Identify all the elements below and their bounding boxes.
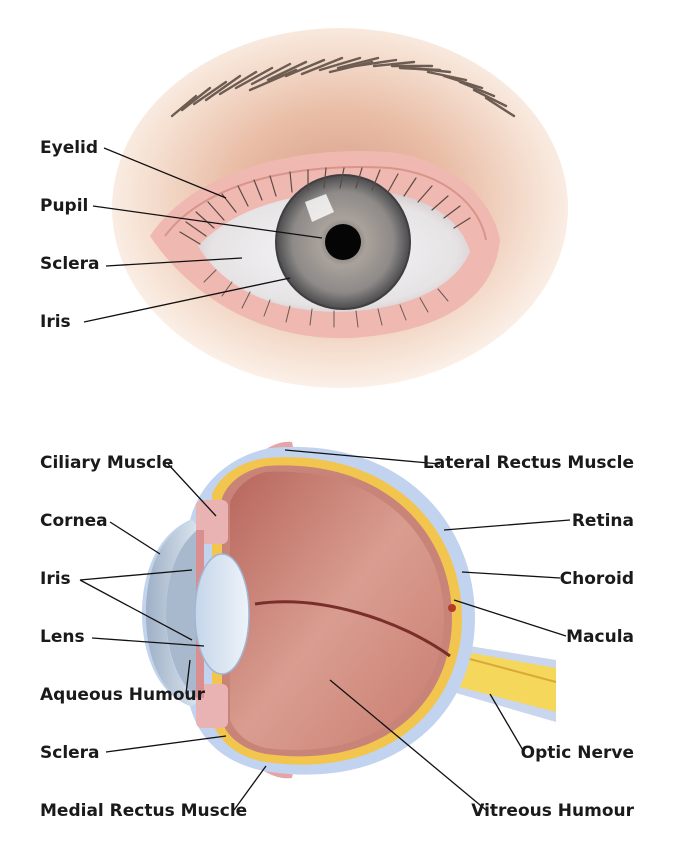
external-eye [112, 28, 568, 388]
label-retina: Retina [572, 511, 634, 531]
label-sclera-external: Sclera [40, 254, 100, 274]
eye-highlight [305, 194, 334, 222]
pupil [325, 224, 361, 260]
label-lateral-rectus-muscle: Lateral Rectus Muscle [423, 453, 634, 473]
eye-cross-section [142, 441, 557, 779]
label-optic-nerve: Optic Nerve [521, 743, 634, 763]
upper-eyelashes [179, 167, 471, 245]
leader-lines [79, 147, 571, 811]
iris-cs-lower [196, 634, 204, 698]
cornea-cs [146, 520, 200, 706]
label-aqueous-humour: Aqueous Humour [40, 685, 206, 705]
labels: Eyelid Pupil Sclera Iris Ciliary Muscle … [40, 138, 635, 821]
label-cornea: Cornea [40, 511, 108, 531]
iris-cs-upper [196, 530, 204, 594]
label-eyelid: Eyelid [40, 138, 98, 158]
label-medial-rectus-muscle: Medial Rectus Muscle [40, 801, 247, 821]
macula-spot [448, 604, 456, 612]
vitreous-divider [254, 600, 451, 658]
label-lens: Lens [40, 627, 85, 647]
label-pupil: Pupil [40, 196, 88, 216]
lower-eyelashes [203, 269, 449, 328]
lens [194, 553, 250, 675]
label-ciliary-muscle: Ciliary Muscle [40, 453, 173, 473]
label-iris-section: Iris [40, 569, 71, 589]
label-iris-external: Iris [40, 312, 71, 332]
eyebrow [170, 56, 516, 118]
label-vitreous-humour: Vitreous Humour [471, 801, 634, 821]
label-macula: Macula [566, 627, 634, 647]
label-choroid: Choroid [560, 569, 634, 589]
vitreous-humour-body [230, 471, 444, 750]
label-sclera-section: Sclera [40, 743, 100, 763]
